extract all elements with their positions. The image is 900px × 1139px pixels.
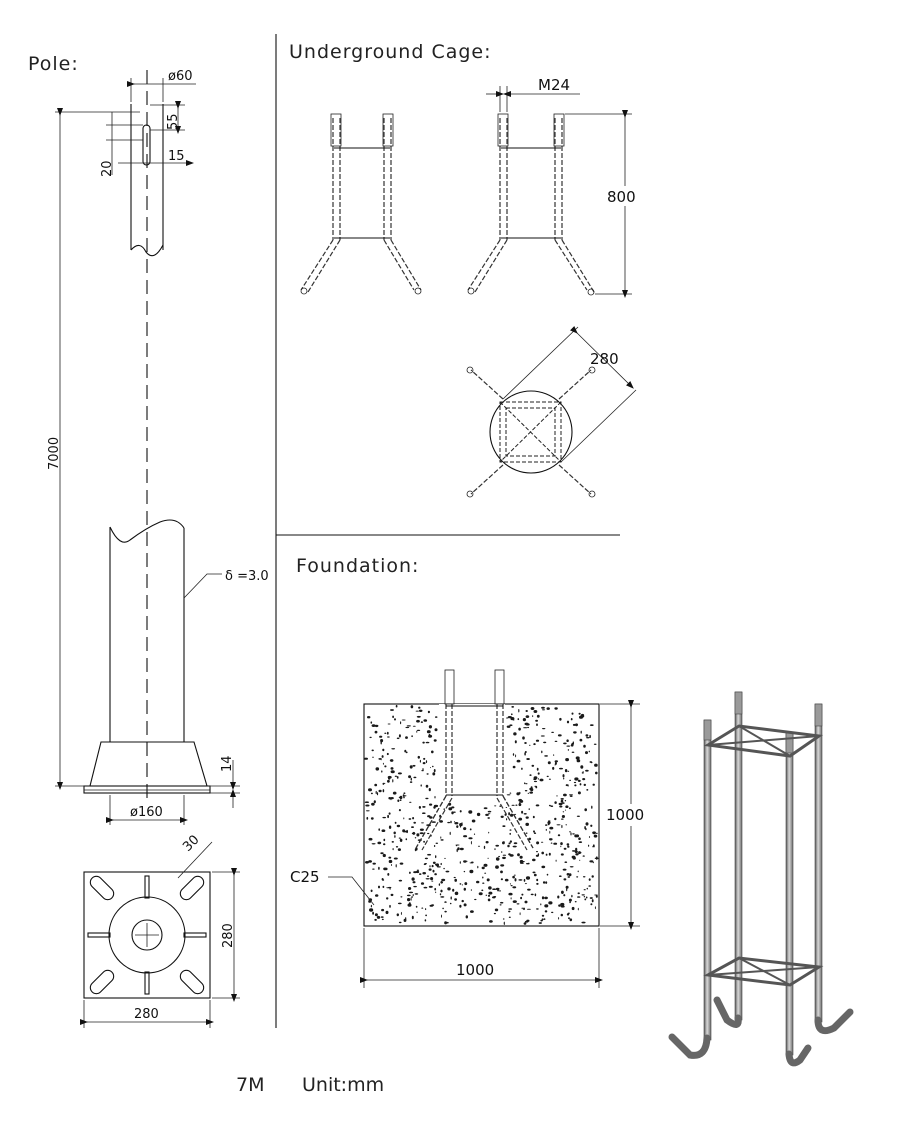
plate-height-label: 280 — [221, 923, 236, 948]
cage-diagonal-label: 280 — [590, 350, 619, 368]
cage-height-label: 800 — [607, 188, 636, 206]
bolt-size-label: M24 — [538, 76, 570, 94]
model-label: 7M — [236, 1074, 264, 1096]
top-diameter-label: ø60 — [168, 69, 193, 84]
foundation-dimensions: C25 1000 1000 — [290, 700, 655, 988]
plate-width-label: 280 — [134, 1007, 159, 1022]
cage-elevation-right — [467, 113, 595, 296]
pole-elevation — [83, 70, 211, 800]
cage-plan-view — [466, 366, 596, 498]
foundation-block — [363, 669, 600, 927]
unit-label: Unit:mm — [302, 1074, 384, 1096]
cage-3d-illustration — [668, 691, 854, 1067]
slot-height-label: 20 — [100, 160, 115, 177]
cage-dimensions: M24 800 — [486, 76, 645, 298]
concrete-grade-label: C25 — [290, 868, 320, 886]
cage-section-title: Underground Cage: — [289, 41, 492, 63]
slot-width-label: 15 — [168, 149, 185, 164]
slot-offset-label: 55 — [166, 113, 181, 130]
flange-thickness-label: 14 — [220, 755, 235, 772]
cage-plan-dimensions: 280 — [502, 326, 637, 463]
pole-dimensions: ø60 55 20 15 7000 δ =3.0 14 ø160 — [47, 69, 269, 825]
plate-slot-label: 30 — [180, 833, 202, 855]
foundation-width-label: 1000 — [456, 961, 494, 979]
foundation-height-label: 1000 — [606, 806, 644, 824]
pole-section-title: Pole: — [28, 53, 79, 75]
wall-thickness-label: δ =3.0 — [225, 569, 269, 584]
base-plate — [83, 871, 211, 999]
base-diameter-label: ø160 — [130, 805, 163, 820]
foundation-section-title: Foundation: — [296, 555, 419, 577]
concrete-texture — [364, 704, 599, 925]
base-plate-dimensions: 30 280 280 — [80, 833, 240, 1028]
cage-elevation-left — [300, 113, 422, 295]
pole-height-label: 7000 — [47, 437, 62, 470]
